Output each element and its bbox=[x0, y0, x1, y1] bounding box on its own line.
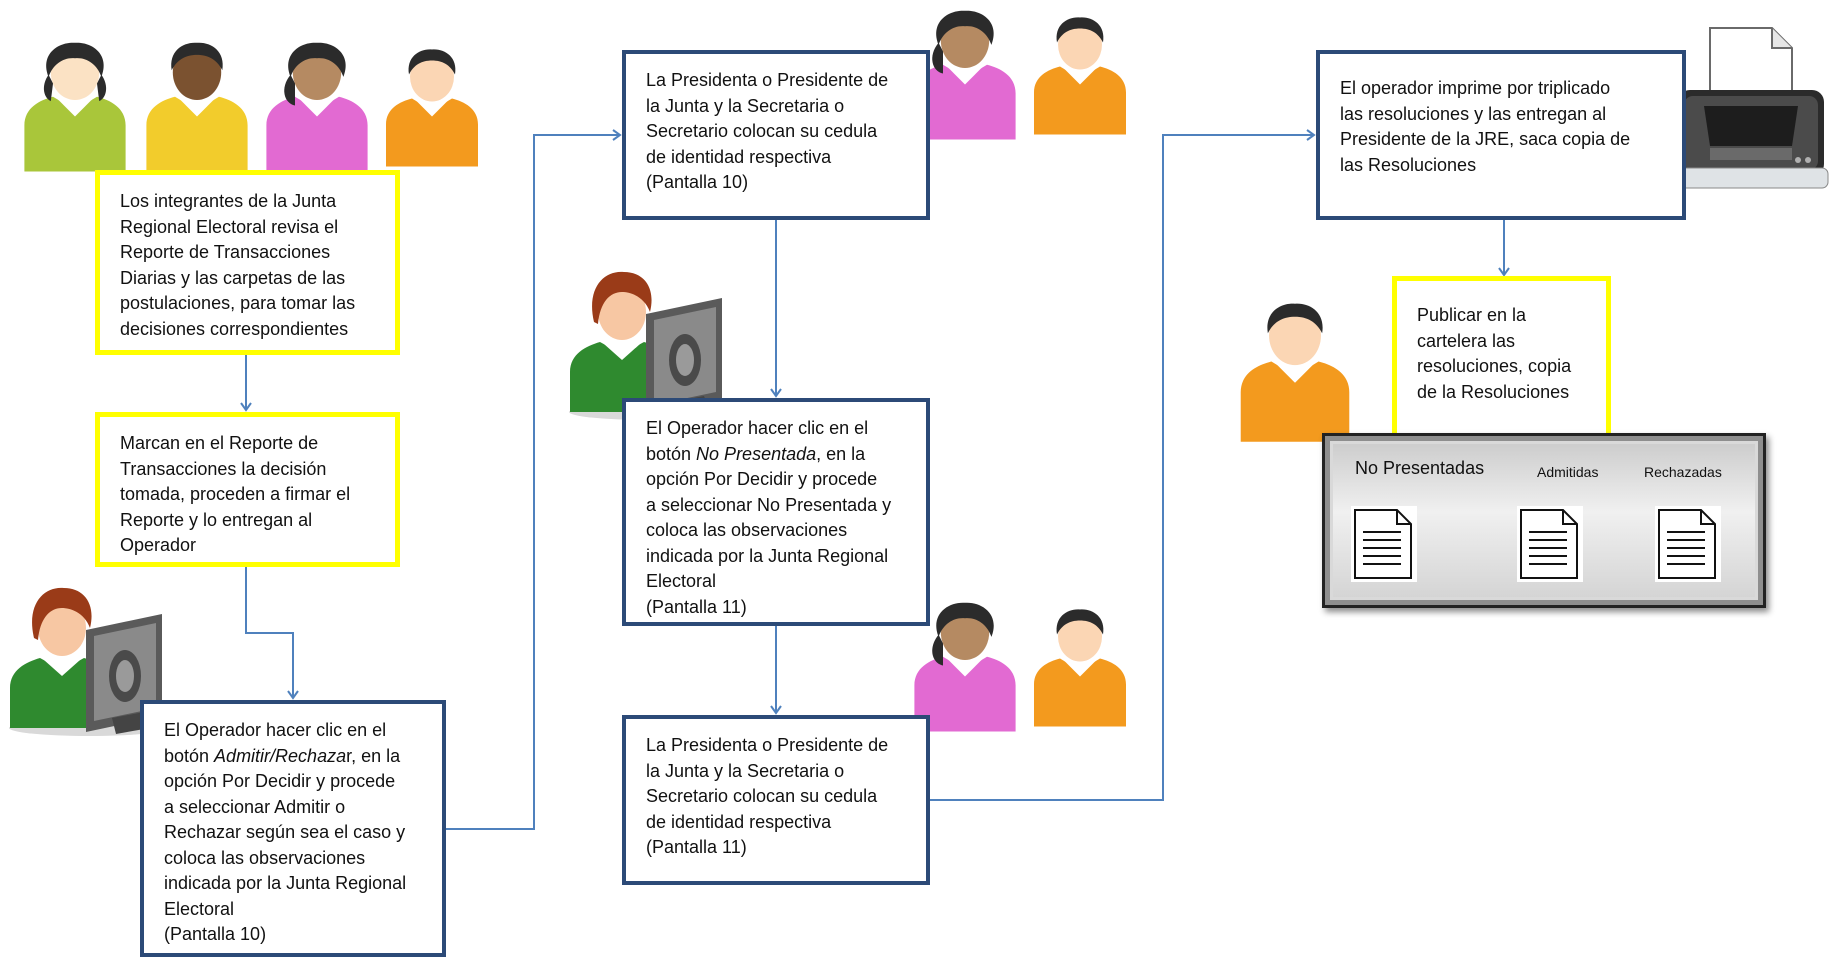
step-8-box: Publicar en la cartelera las resolucione… bbox=[1392, 276, 1611, 451]
board-label-no-presentadas: No Presentadas bbox=[1355, 458, 1485, 478]
person-icon bbox=[386, 49, 478, 167]
step-7-box: El operador imprime por triplicado las r… bbox=[1316, 50, 1686, 220]
step-5-box: El Operador hacer clic en el botón No Pr… bbox=[622, 398, 930, 626]
person-icon bbox=[914, 10, 1016, 140]
no-presentada-button-label: No Presentada bbox=[696, 443, 817, 464]
step-8-text: Publicar en la cartelera las resolucione… bbox=[1417, 305, 1572, 402]
document-icon bbox=[1655, 506, 1721, 582]
printer-icon bbox=[1673, 27, 1829, 189]
step-6-box: La Presidenta o Presidente de la Junta y… bbox=[622, 715, 930, 885]
step-7-text: El operador imprime por triplicado las r… bbox=[1340, 78, 1631, 175]
operator-computer-icon bbox=[569, 271, 729, 420]
person-icon bbox=[146, 42, 248, 172]
step-2-text: Marcan en el Reporte de Transacciones la… bbox=[120, 433, 351, 555]
step-4-box: La Presidenta o Presidente de la Junta y… bbox=[622, 50, 930, 220]
person-icon bbox=[1034, 17, 1126, 135]
document-icon bbox=[1351, 506, 1417, 582]
person-icon bbox=[1034, 609, 1126, 727]
step-5-text: El Operador hacer clic en el botón No Pr… bbox=[646, 418, 892, 617]
connector-s3-s4 bbox=[446, 129, 622, 830]
connector-s6-s7 bbox=[928, 129, 1316, 801]
step-1-box: Los integrantes de la Junta Regional Ele… bbox=[95, 170, 400, 355]
person-icon bbox=[266, 42, 368, 172]
board-label-admitidas: Admitidas bbox=[1537, 464, 1599, 480]
person-icon bbox=[1240, 303, 1350, 442]
board-label-rechazadas: Rechazadas bbox=[1644, 464, 1722, 480]
step-4-text: La Presidenta o Presidente de la Junta y… bbox=[646, 70, 889, 192]
step-6-text: La Presidenta o Presidente de la Junta y… bbox=[646, 735, 889, 857]
document-icon bbox=[1517, 506, 1583, 582]
step-3-text: El Operador hacer clic en el botón Admit… bbox=[164, 720, 407, 944]
connector-s2-s3 bbox=[245, 564, 299, 700]
person-icon bbox=[24, 42, 126, 172]
step-2-box: Marcan en el Reporte de Transacciones la… bbox=[95, 412, 400, 567]
person-icon bbox=[914, 602, 1016, 732]
step-1-text: Los integrantes de la Junta Regional Ele… bbox=[120, 191, 356, 339]
admitir-rechazar-button-label: Admitir/Rechaza bbox=[214, 745, 347, 766]
bulletin-board: No Presentadas Admitidas Rechazadas bbox=[1322, 433, 1766, 608]
step-3-box: El Operador hacer clic en el botón Admit… bbox=[140, 700, 446, 957]
